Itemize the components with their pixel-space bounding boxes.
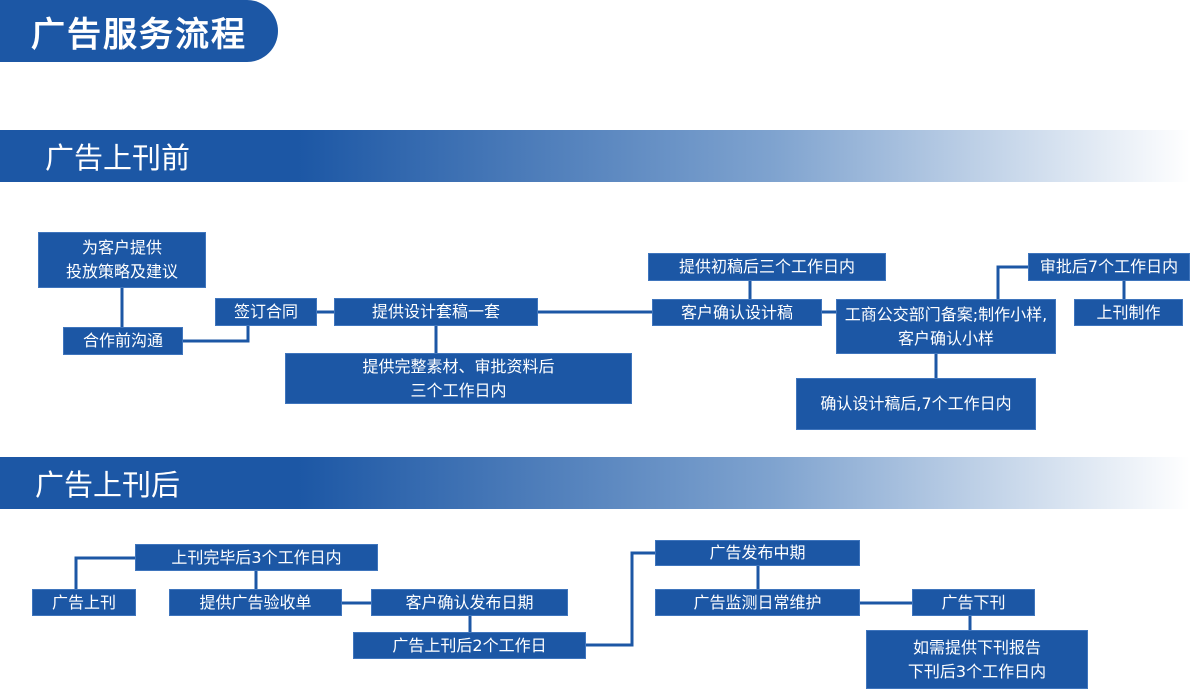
step-monitoring: 广告监测日常维护 [655,589,860,616]
step-text: 投放策略及建议 [65,262,178,281]
step-report: 如需提供下刊报告下刊后3个工作日内 [866,630,1088,689]
step-text: 三个工作日内 [410,380,507,400]
page-title: 广告服务流程 [0,0,278,62]
step-filing: 工商公交部门备案;制作小样, 客户确认小样 [836,299,1056,354]
step-strategy: 为客户提供投放策略及建议 [38,232,206,288]
connector [74,556,135,589]
connector [183,326,250,343]
step-text: 为客户提供 [81,238,162,257]
step-takedown: 广告下刊 [912,589,1035,616]
connector [996,265,1028,299]
step-text: 客户确认小样 [897,328,994,348]
step-materials: 提供完整素材、审批资料后三个工作日内 [285,353,632,404]
step-production: 上刊制作 [1074,299,1183,326]
step-first-draft: 提供初稿后三个工作日内 [648,253,886,281]
step-design-set: 提供设计套稿一套 [334,298,538,326]
step-after-confirm: 确认设计稿后,7个工作日内 [796,378,1036,430]
step-communication: 合作前沟通 [63,327,183,355]
connector [586,551,655,647]
section-heading: 广告上刊前 [45,141,191,175]
step-approval: 审批后7个工作日内 [1028,253,1190,281]
step-two-days: 广告上刊后2个工作日 [353,632,586,659]
section-banner-after: 广告上刊后 [0,457,1190,509]
step-text: 提供完整素材、审批资料后 [362,356,555,376]
step-midterm: 广告发布中期 [655,540,860,566]
step-confirm-date: 客户确认发布日期 [371,589,568,616]
step-text: 工商公交部门备案;制作小样, [844,304,1048,324]
step-after-finish: 上刊完毕后3个工作日内 [135,544,378,571]
step-text: 如需提供下刊报告 [912,637,1041,657]
step-launch: 广告上刊 [32,589,136,616]
step-confirm-design: 客户确认设计稿 [652,299,822,326]
step-contract: 签订合同 [215,298,317,326]
section-heading: 广告上刊后 [35,468,181,502]
step-acceptance: 提供广告验收单 [169,589,342,616]
section-banner-before: 广告上刊前 [0,130,1190,182]
step-text: 下刊后3个工作日内 [907,661,1047,681]
